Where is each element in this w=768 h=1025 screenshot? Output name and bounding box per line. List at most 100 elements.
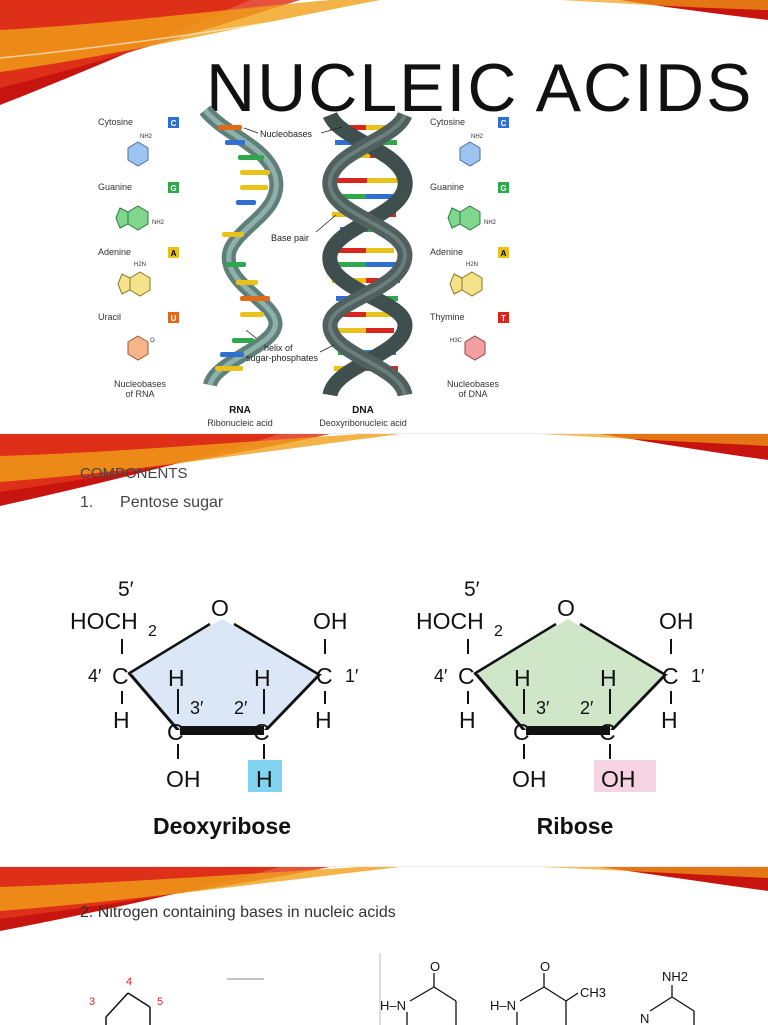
rna-caption-sub: Ribonucleic acid: [207, 418, 273, 428]
legend-adenine: Adenine A H2N: [98, 247, 179, 297]
pentose-sugar-item: 1. Pentose sugar: [80, 494, 224, 511]
ribose-1-prime: 1′: [691, 666, 705, 686]
deoxyribose-h2-up: H: [254, 665, 271, 691]
slide-2-red-wave-decoration: [0, 434, 768, 506]
uracil-carbonyl-o: O: [430, 959, 440, 974]
ribose-hoch2: HOCH: [416, 608, 484, 634]
guanine-color-key: [168, 182, 179, 193]
ribose-hoch2-subscript: 2: [494, 623, 503, 640]
cytosine-dna-ring-icon: [459, 141, 481, 167]
deoxyribose-1-prime: 1′: [345, 666, 359, 686]
deoxyribose-c2: C: [253, 719, 270, 745]
ribose-h2-up: H: [600, 665, 617, 691]
slide-title: NUCLEIC ACIDS: [206, 50, 754, 126]
deoxyribose-structure: 5′ HOCH 2 O OH C 4′ C 1′ H 3′ H 2′ H H C…: [70, 578, 359, 839]
cytosine-dna-letter: C: [501, 119, 507, 128]
dna-nucleobase-legend: Cytosine C NH2 Guanine G NH2 Adenine A: [430, 117, 509, 399]
legend-adenine-name: Adenine: [98, 247, 131, 257]
deoxyribose-c2-substituent: H: [256, 766, 273, 792]
deoxyribose-2-prime: 2′: [234, 698, 248, 718]
guanine-dna-color-key: [498, 182, 509, 193]
cytosine-dna-nh2-label: NH2: [471, 134, 484, 140]
cytosine-nh2-label: NH2: [140, 134, 153, 140]
deoxyribose-3-prime: 3′: [190, 698, 204, 718]
adenine-color-key: [168, 247, 179, 258]
pyrimidine-numbered-ring: 3 4 5: [89, 976, 163, 1025]
adenine-dna-letter: A: [501, 249, 507, 258]
ribose-oh-c1: OH: [659, 608, 694, 634]
guanine-dna-ring2-icon: [447, 207, 461, 229]
adenine-dna-ring-icon: [461, 271, 483, 297]
ribose-ring-oxygen: O: [557, 595, 575, 621]
legend-adenine-dna-name: Adenine: [430, 247, 463, 257]
deoxyribose-hoch2-subscript: 2: [148, 623, 157, 640]
cytosine-ring-icon: [127, 141, 149, 167]
deoxyribose-highlight-box: [248, 760, 282, 792]
ribose-h4-down: H: [459, 707, 476, 733]
legend-cytosine-dna-name: Cytosine: [430, 117, 465, 127]
guanine-dna-nh2-label: NH2: [484, 220, 497, 226]
guanine-dna-letter: G: [500, 184, 506, 193]
cytosine-structure: NH2 N: [640, 969, 695, 1025]
deoxyribose-c5-prime: 5′: [118, 578, 134, 601]
thymine-carbonyl-o: O: [540, 959, 550, 974]
rna-legend-caption-2: of RNA: [125, 389, 154, 399]
legend-cytosine-dna: Cytosine C NH2: [430, 117, 509, 167]
ribose-c4: C: [458, 663, 475, 689]
cytosine-amino-label: NH2: [662, 969, 688, 984]
adenine-ring-icon: [129, 271, 151, 297]
legend-uracil: Uracil U O: [98, 312, 179, 361]
adenine-dna-h2n-label: H2N: [466, 262, 478, 268]
uracil-letter: U: [171, 314, 177, 323]
base-pair-callout: Base pair: [271, 233, 309, 243]
slide-2: COMPONENTS 1. Pentose sugar 5′ HOCH 2 O …: [0, 433, 768, 866]
legend-uracil-name: Uracil: [98, 312, 121, 322]
uracil-o-label: O: [150, 338, 155, 344]
pentose-sugars-figure: 5′ HOCH 2 O OH C 4′ C 1′ H 3′ H 2′ H H C…: [70, 578, 705, 839]
adenine-ring2-icon: [117, 273, 131, 295]
legend-guanine: Guanine G NH2: [98, 182, 179, 231]
rna-caption-title: RNA: [229, 405, 251, 416]
adenine-letter: A: [171, 249, 177, 258]
figure-callouts: Nucleobases Base pair helix of sugar-pho…: [243, 126, 343, 363]
ribose-c1: C: [662, 663, 679, 689]
nitrogen-bases-item: 2. Nitrogen containing bases in nucleic …: [80, 904, 396, 921]
guanine-dna-ring-icon: [459, 205, 481, 231]
legend-adenine-dna: Adenine A H2N: [430, 247, 509, 297]
ribose-oh-c3: OH: [512, 766, 547, 792]
slide-1: NUCLEIC ACIDS Cytosine C NH2 Guanine G N…: [0, 0, 768, 432]
ribose-h3-up: H: [514, 665, 531, 691]
components-heading: COMPONENTS: [80, 465, 188, 482]
ribose-c5-prime: 5′: [464, 578, 480, 601]
deoxyribose-ring-oxygen: O: [211, 595, 229, 621]
deoxyribose-c3: C: [167, 719, 184, 745]
thymine-ring-icon: [464, 335, 486, 361]
ribose-2-prime: 2′: [580, 698, 594, 718]
legend-thymine: Thymine T H3C: [430, 312, 509, 361]
ribose-c2: C: [599, 719, 616, 745]
ring-number-4: 4: [126, 976, 132, 988]
cytosine-color-key: [168, 117, 179, 128]
guanine-nh2-label: NH2: [152, 220, 165, 226]
rna-bases: [215, 125, 270, 371]
deoxyribose-ring-fill: [128, 619, 318, 730]
deoxyribose-h4-down: H: [113, 707, 130, 733]
ribose-structure: 5′ HOCH 2 O OH C 4′ C 1′ H 3′ H 2′ H H C…: [416, 578, 705, 839]
thymine-color-key: [498, 312, 509, 323]
slide-3: 2. Nitrogen containing bases in nucleic …: [0, 866, 768, 1025]
deoxyribose-h3-up: H: [168, 665, 185, 691]
dna-strand-1: [322, 111, 413, 398]
rna-dna-figure: Cytosine C NH2 Guanine G NH2 Adenine A: [98, 105, 509, 428]
thymine-letter: T: [501, 314, 506, 323]
dna-caption-sub: Deoxyribonucleic acid: [319, 418, 407, 428]
helix-callout-line2: sugar-phosphates: [246, 353, 319, 363]
dna-legend-caption-2: of DNA: [458, 389, 487, 399]
rna-nucleobase-legend: Cytosine C NH2 Guanine G NH2 Adenine A: [98, 117, 179, 399]
nucleobases-callout: Nucleobases: [260, 129, 313, 139]
legend-guanine-name: Guanine: [98, 182, 132, 192]
ribose-4-prime: 4′: [434, 666, 448, 686]
slide-1-red-wave-decoration: [0, 0, 768, 105]
uracil-nh-label: H–N: [380, 998, 406, 1013]
deoxyribose-hoch2: HOCH: [70, 608, 138, 634]
deoxyribose-oh-c3: OH: [166, 766, 201, 792]
